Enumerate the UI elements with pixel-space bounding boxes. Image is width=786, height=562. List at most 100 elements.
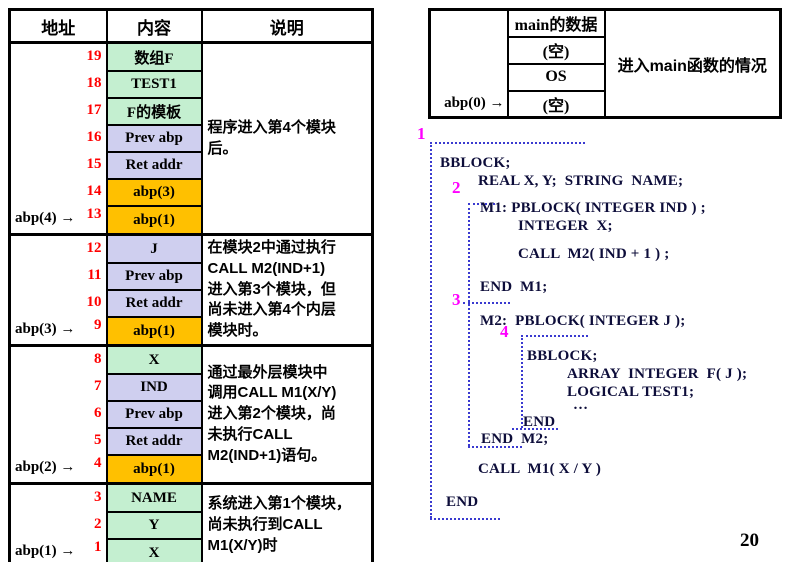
table-row: abp(2) →4 abp(1) [10,454,373,485]
abp-pointer-label: abp(1) → [15,543,76,559]
scope-label-1: 1 [417,124,426,143]
stack-table-header-row: 地址 内容 说明 [8,8,374,44]
code-line: END M2; [481,431,549,447]
abp-pointer-label: abp(3) → [15,321,76,337]
address-number: 13 [86,206,102,222]
address-cell: 14 [10,179,107,206]
address-number: 7 [94,378,102,394]
scope-label-4: 4 [500,322,509,341]
stack-cell: Ret addr [105,289,203,318]
table-row: 16 Prev abp [10,124,373,153]
stack-cell: X [105,538,203,562]
stack-cell: OS [506,62,606,92]
address-cell: 5 [10,428,107,455]
address-number: 11 [87,267,102,283]
code-line: ARRAY INTEGER F( J ); [567,366,748,382]
stack-table: 地址 内容 说明 19 数组F 程序进入第4个模块 后。 18 TEST1 17… [8,8,374,562]
stack-cell: (空) [506,35,606,65]
abp-pointer-label: abp(0) → [444,94,505,111]
address-number: 19 [86,48,102,64]
algol-code-block: 1 2 3 4 BBLOCK; REAL X, Y; STRING NAME; … [410,118,786,562]
explanation-cell: 在模块2中通过执行 CALL M2(IND+1) 进入第3个模块，但 尚未进入第… [200,233,374,347]
table-row: (空) [430,35,781,65]
address-cell: 15 [10,152,107,179]
table-row: abp(1) → 1 X [10,538,373,562]
address-cell: abp(3) → 9 [10,317,107,346]
address-cell [430,37,508,64]
stack-cell: Prev abp [105,400,203,429]
stack-cell: (空) [506,89,606,119]
code-line: END [446,494,479,510]
address-cell: abp(2) →4 [10,455,107,484]
code-line: … [573,397,589,413]
address-cell [430,10,508,37]
code-line: REAL X, Y; STRING NAME; [478,173,684,189]
address-cell [430,64,508,91]
stack-cell: abp(3) [105,178,203,207]
scope-box-1-top-border [430,142,585,144]
address-cell: 18 [10,71,107,98]
stack-cell: abp(1) [105,316,203,347]
code-line: M2: PBLOCK( INTEGER J ); [480,313,686,329]
code-line: INTEGER X; [518,218,613,234]
stack-cell: IND [105,373,203,402]
table-row: 14 abp(3) [10,178,373,207]
scope-box-4-top-border [521,335,588,337]
address-number: 10 [86,294,102,310]
stack-cell: TEST1 [105,70,203,99]
address-number: 1 [94,539,102,555]
scope-box-3-bottom-border [468,446,522,448]
table-row: OS [430,62,781,92]
address-number: 8 [94,351,102,367]
stack-cell: NAME [105,482,203,513]
table-row: abp(0) → (空) [430,89,781,119]
address-number: 9 [94,317,102,333]
stack-cell: Y [105,511,203,540]
stack-cell: Ret addr [105,151,203,180]
address-number: 2 [94,516,102,532]
address-cell: 8 [9,344,107,374]
scope-box-2-top-border [468,203,495,205]
header-explanation: 说明 [200,8,374,44]
scope-box-4-left-border [521,335,523,428]
scope-box-1-left-border [430,142,432,518]
abp-pointer-label: abp(4) → [15,210,76,226]
code-line: END [523,414,556,430]
code-line: LOGICAL TEST1; [567,384,695,400]
scope-box-1-bottom-border [430,518,500,520]
stack-cell: Prev abp [105,124,203,153]
scope-label-3: 3 [452,290,461,309]
explanation-cell: 程序进入第4个模块 后。 [200,41,374,236]
table-row: 2 Y [10,511,373,540]
address-number: 15 [86,156,102,172]
address-number: 12 [86,240,102,256]
table-row: main的数据 进入main函数的情况 [430,8,782,119]
address-number: 3 [94,489,102,505]
code-line: CALL M2( IND + 1 ) ; [518,246,670,262]
address-cell: 7 [10,374,107,401]
address-number: 17 [86,102,102,118]
explanation-cell: 系统进入第1个模块， 尚未执行到CALL M1(X/Y)时 [200,482,374,562]
code-line: BBLOCK; [440,155,511,171]
address-number: 14 [86,183,102,199]
address-cell: 10 [10,290,107,317]
code-line: END M1; [480,279,548,295]
address-number: 16 [86,129,102,145]
stack-cell: abp(1) [105,205,203,236]
address-cell: 19 [9,41,107,71]
table-row: 6 Prev abp [10,400,373,429]
code-line: CALL M1( X / Y ) [478,461,602,477]
address-cell: 2 [10,512,107,539]
table-row: 15 Ret addr [10,151,373,180]
table-row: 5 Ret addr [10,427,373,456]
page-number: 20 [740,530,759,551]
table-row: 17 F的模板 [10,97,373,126]
explanation-cell: 通过最外层模块中 调用CALL M1(X/Y) 进入第2个模块，尚 未执行CAL… [200,344,374,485]
address-cell: 11 [10,263,107,290]
address-number: 18 [86,75,102,91]
caption-cell: 进入main函数的情况 [603,8,782,119]
stack-cell: F的模板 [105,97,203,126]
header-content: 内容 [105,8,203,44]
address-number: 5 [94,432,102,448]
